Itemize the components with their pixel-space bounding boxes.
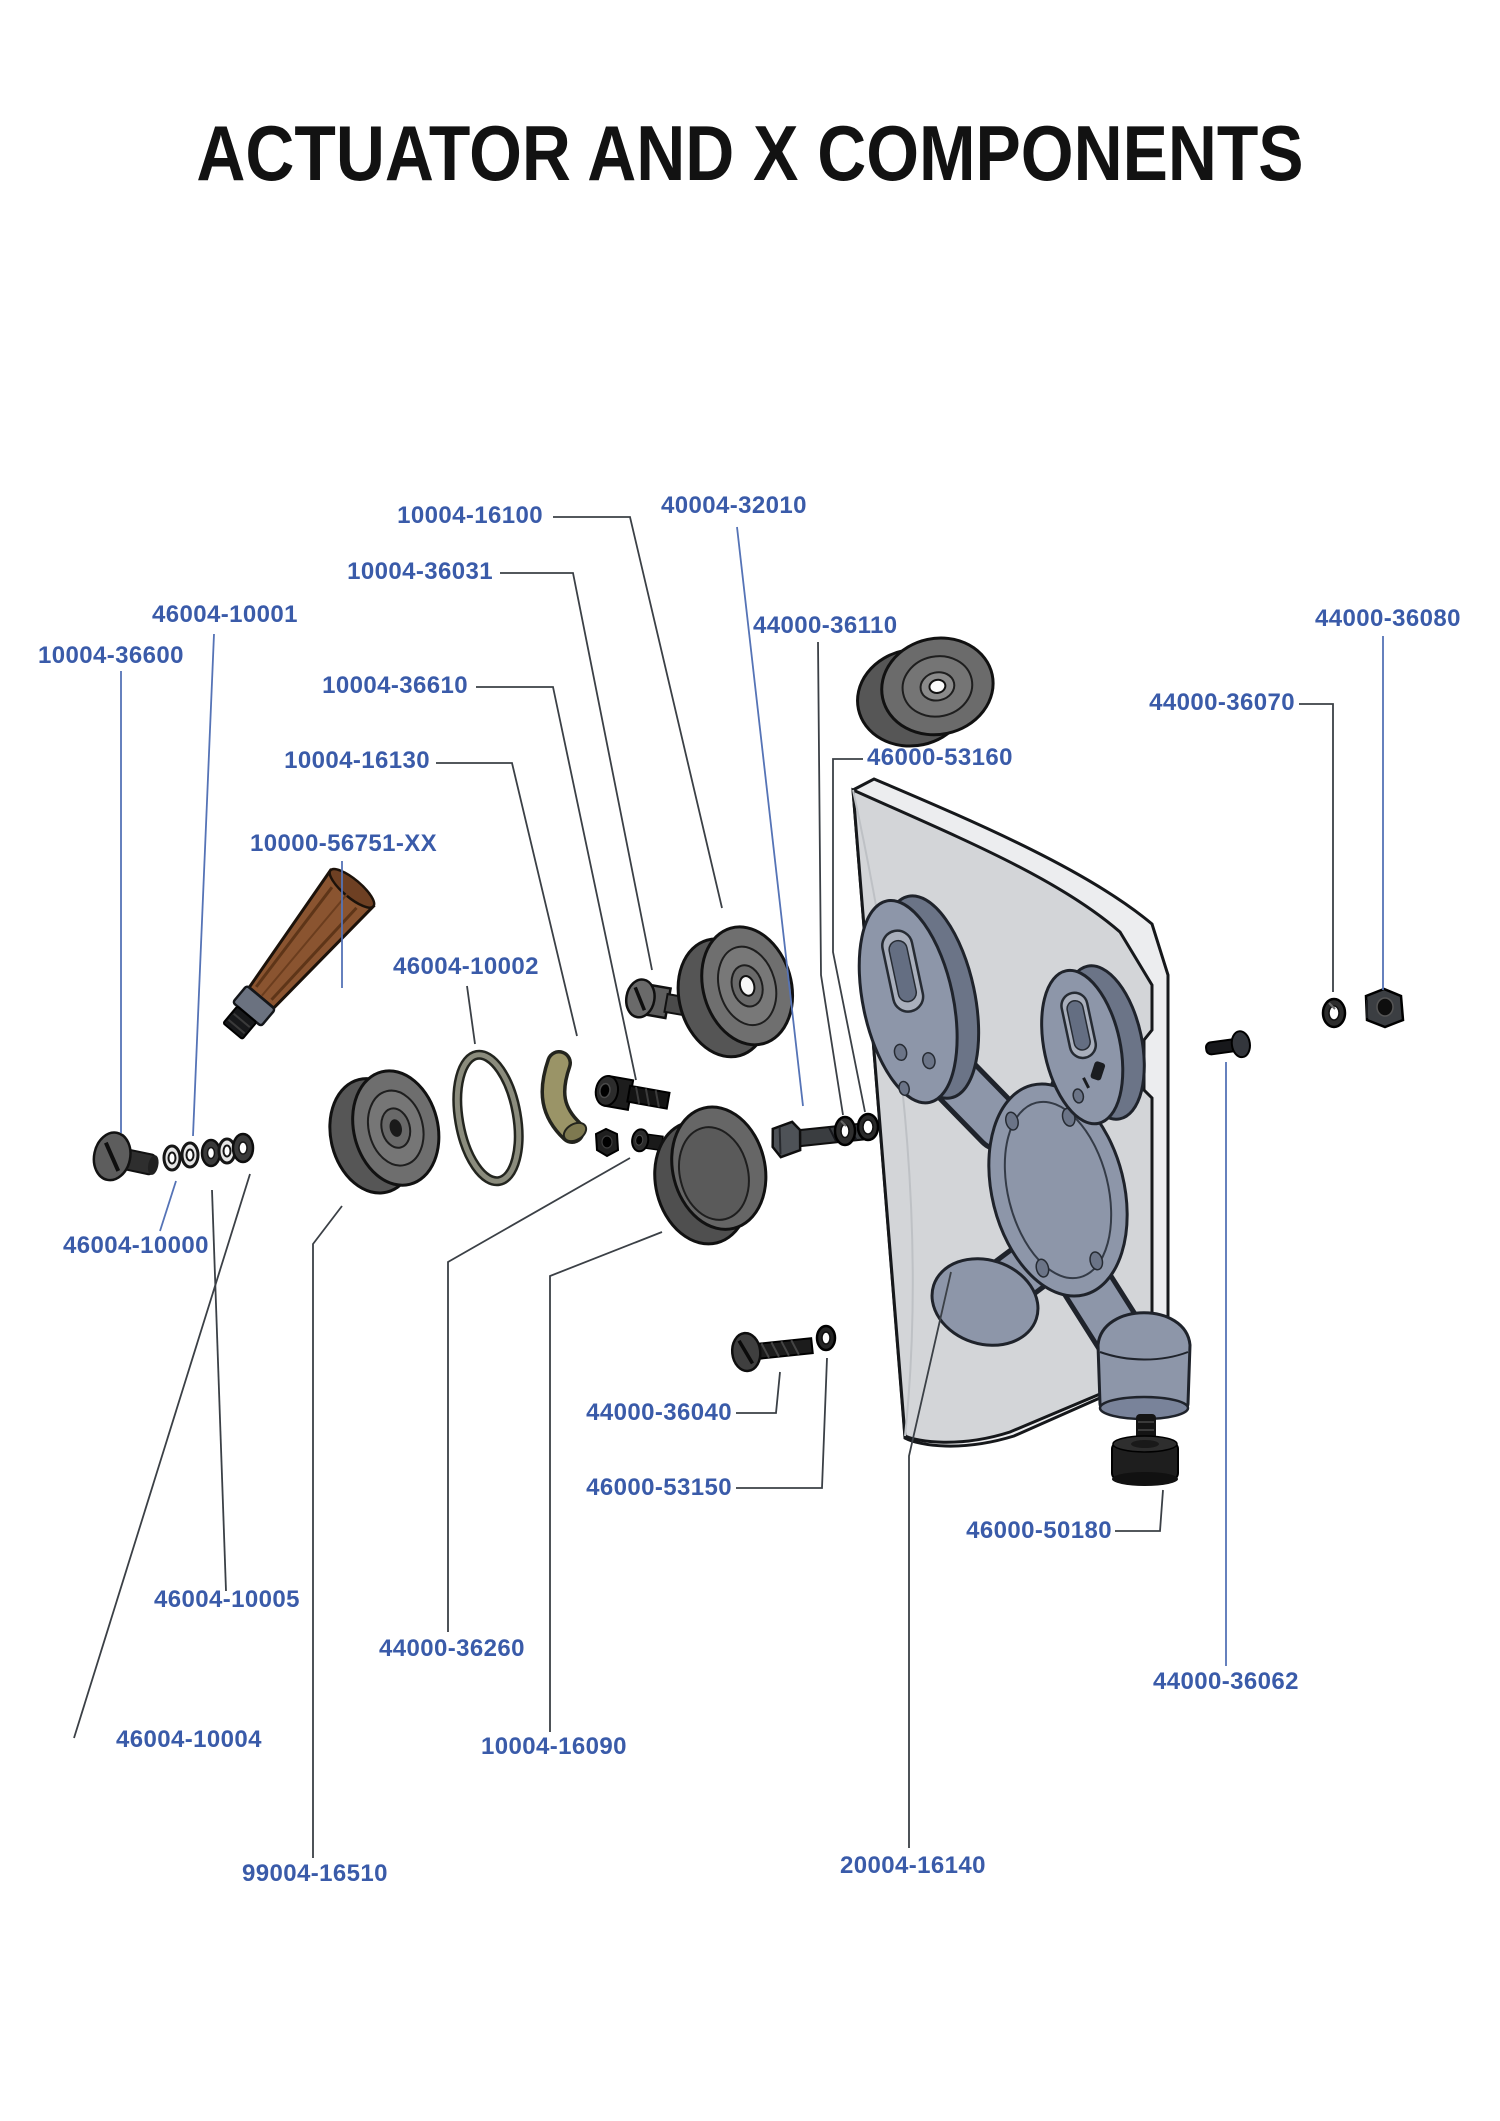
part-label-40004-32010: 40004-32010 bbox=[661, 492, 807, 519]
button-screw-44000-36062 bbox=[1205, 1030, 1251, 1059]
part-label-10004-36600: 10004-36600 bbox=[38, 642, 184, 669]
leader-99004-16510 bbox=[312, 1205, 343, 1858]
leader-46000-53160 bbox=[832, 758, 866, 1113]
dome-10004-16090 bbox=[653, 1105, 768, 1246]
disc-99004-16510 bbox=[328, 1069, 441, 1195]
bracket-hub bbox=[987, 1082, 1129, 1298]
leader-10004-16100 bbox=[553, 516, 723, 909]
part-label-44000-36040: 44000-36040 bbox=[586, 1399, 732, 1426]
leader-46004-10000 bbox=[159, 1180, 177, 1232]
leader-44000-36070 bbox=[1299, 703, 1334, 992]
leader-44000-36260 bbox=[447, 1157, 631, 1632]
hex-nut-44000-36080 bbox=[1364, 987, 1405, 1029]
leader-10004-36610 bbox=[476, 686, 637, 1081]
pulley-upper bbox=[856, 636, 995, 748]
washer-46004-10004 bbox=[231, 1132, 255, 1164]
part-label-44000-36070: 44000-36070 bbox=[1149, 689, 1295, 716]
pulley-10004-16100 bbox=[676, 925, 795, 1059]
part-label-46004-10004: 46004-10004 bbox=[116, 1726, 262, 1753]
part-label-10004-36610: 10004-36610 bbox=[322, 672, 468, 699]
set-screw-nut-44000-36260 bbox=[594, 1127, 664, 1158]
leader-46004-10001 bbox=[192, 633, 215, 1137]
washer-46000-53150 bbox=[815, 1324, 837, 1352]
cap-screw-10004-36610 bbox=[594, 1074, 671, 1111]
leader-lines bbox=[73, 516, 1384, 1858]
lock-washer-44000-36110 bbox=[833, 1115, 857, 1147]
lever-10004-16130 bbox=[540, 1050, 588, 1144]
washer-46004-10001 bbox=[180, 1141, 200, 1169]
rubber-foot-46000-50180 bbox=[1111, 1414, 1179, 1486]
part-label-44000-36080: 44000-36080 bbox=[1315, 605, 1461, 632]
leader-44000-36110 bbox=[817, 641, 844, 1116]
flat-screw-44000-36040 bbox=[730, 1331, 814, 1373]
leader-44000-36040 bbox=[736, 1371, 781, 1414]
part-label-44000-36062: 44000-36062 bbox=[1153, 1668, 1299, 1695]
bracket-boot bbox=[930, 1257, 1040, 1347]
lock-washer-44000-36070 bbox=[1321, 997, 1347, 1029]
part-label-44000-36260: 44000-36260 bbox=[379, 1635, 525, 1662]
leader-20004-16140 bbox=[908, 1271, 952, 1848]
flat-washer-46000-53160 bbox=[856, 1112, 880, 1142]
washer-46004-10005 bbox=[200, 1138, 222, 1168]
part-label-46000-53150: 46000-53150 bbox=[586, 1474, 732, 1501]
part-label-10004-16090: 10004-16090 bbox=[481, 1733, 627, 1760]
bracket-boss-left bbox=[857, 894, 981, 1105]
part-label-10004-36031: 10004-36031 bbox=[347, 558, 493, 585]
leader-10004-36031 bbox=[500, 572, 653, 971]
part-label-20004-16140: 20004-16140 bbox=[840, 1852, 986, 1879]
part-label-44000-36110: 44000-36110 bbox=[753, 612, 898, 639]
part-label-46000-50180: 46000-50180 bbox=[966, 1517, 1112, 1544]
bracket-leg bbox=[1096, 1311, 1192, 1421]
x-bracket-20004-16140 bbox=[857, 894, 1192, 1421]
leader-46000-50180 bbox=[1115, 1489, 1164, 1532]
part-label-10004-16130: 10004-16130 bbox=[284, 747, 430, 774]
part-label-46004-10000: 46004-10000 bbox=[63, 1232, 209, 1259]
part-label-46004-10002: 46004-10002 bbox=[393, 953, 539, 980]
slotted-screw-10004-36600 bbox=[92, 1131, 159, 1182]
retainer-clip bbox=[1082, 1061, 1106, 1089]
washer-46004-10000 bbox=[162, 1144, 182, 1172]
part-label-46000-53160: 46000-53160 bbox=[867, 744, 1013, 771]
leader-46004-10005 bbox=[211, 1189, 227, 1592]
page-title: ACTUATOR AND X COMPONENTS bbox=[196, 109, 1304, 197]
leader-40004-32010 bbox=[736, 526, 804, 1107]
part-label-10000-56751-XX: 10000-56751-XX bbox=[250, 830, 438, 857]
leader-46000-53150 bbox=[736, 1357, 828, 1489]
o-ring-46004-10002 bbox=[452, 1049, 524, 1187]
part-label-99004-16510: 99004-16510 bbox=[242, 1860, 388, 1887]
part-label-46004-10001: 46004-10001 bbox=[152, 601, 298, 628]
leader-10004-16090 bbox=[549, 1231, 663, 1732]
washer-small bbox=[217, 1137, 237, 1165]
leader-46004-10002 bbox=[466, 985, 476, 1045]
handle-10000-56751-xx bbox=[222, 867, 376, 1040]
leader-10004-16130 bbox=[436, 762, 578, 1037]
leader-46004-10004 bbox=[73, 1173, 251, 1739]
part-label-10004-16100: 10004-16100 bbox=[397, 502, 543, 529]
part-label-46004-10005: 46004-10005 bbox=[154, 1586, 300, 1613]
